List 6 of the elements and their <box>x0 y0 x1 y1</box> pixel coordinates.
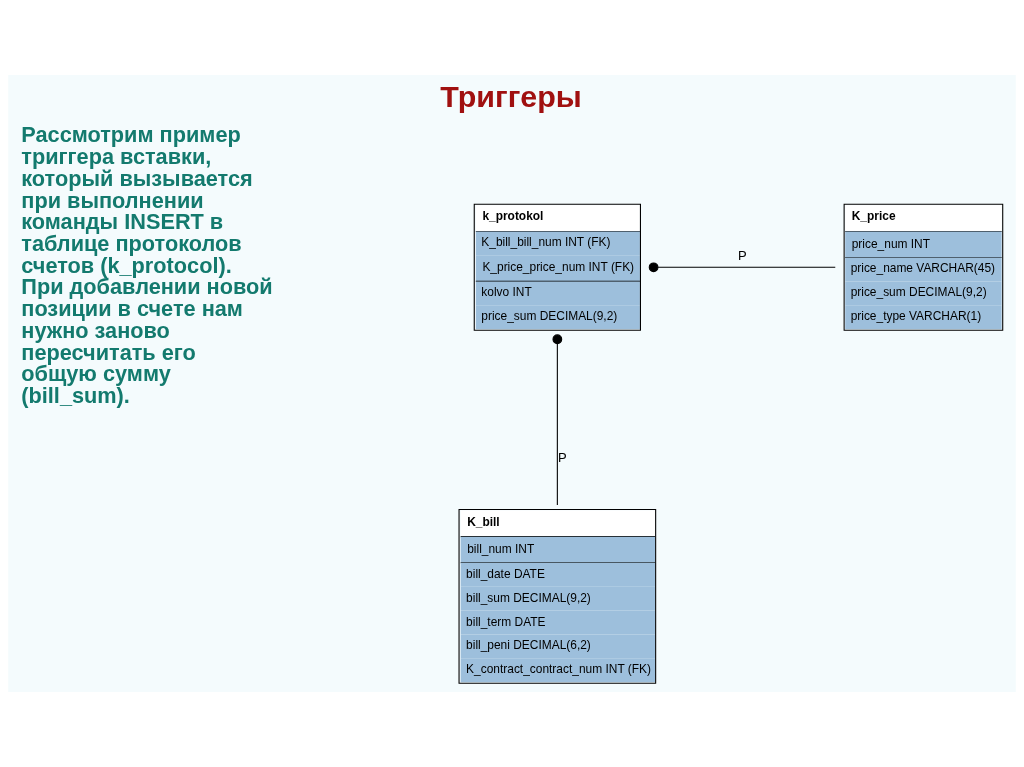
connector <box>648 262 836 273</box>
connector <box>552 334 563 506</box>
label: Рассмотрим пример триггера вставки, который вызывается при выполнении команды INSERT в таблице протоколов счетов (k_protocol). При добавлении новой позиции в счете нам нужно заново пересчитать его общую сумму (bill_sum). <box>21 122 273 409</box>
edge-label: P <box>737 248 747 264</box>
edge-label: P <box>557 450 567 466</box>
diagram-title: Триггеры <box>440 78 582 113</box>
